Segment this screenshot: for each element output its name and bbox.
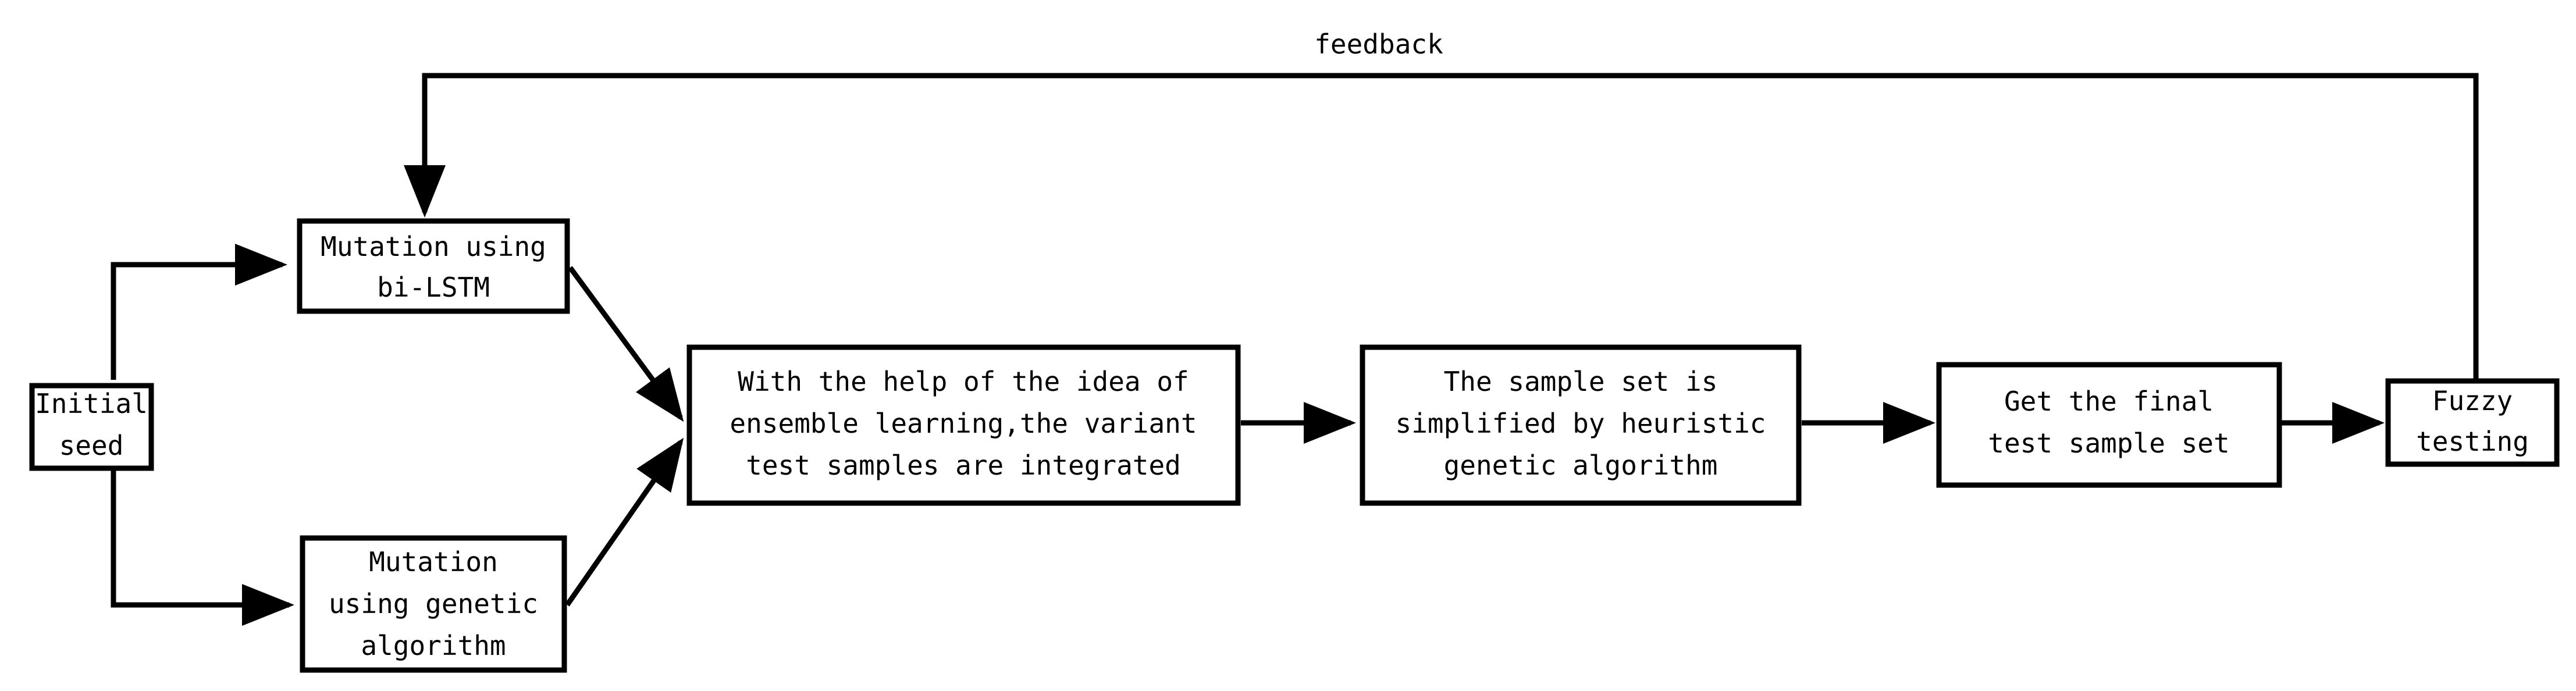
- nodes: [29, 218, 2560, 673]
- node-initial-seed-line-1: Initial: [35, 388, 148, 419]
- node-final-set-line-1: Get the final: [2004, 386, 2214, 417]
- node-mutation-ga-line-1: Mutation: [369, 546, 498, 578]
- node-fuzzy-line-1: Fuzzy: [2432, 385, 2513, 416]
- edge-feedback: [404, 73, 2479, 380]
- node-ensemble-line-1: With the help of the idea of: [738, 366, 1189, 397]
- node-ensemble-line-3: test samples are integrated: [746, 450, 1181, 481]
- node-simplify-line-1: The sample set is: [1444, 366, 1718, 397]
- node-fuzzy-box: [2385, 378, 2560, 467]
- node-ensemble-line-2: ensemble learning,the variant: [730, 408, 1197, 439]
- node-mutation-bilstm-line-1: Mutation using: [321, 231, 546, 262]
- edge-ga-to-ensemble: [565, 437, 684, 607]
- node-mutation-bilstm-box: [297, 218, 570, 314]
- edge-bilstm-to-ensemble: [568, 266, 684, 422]
- node-fuzzy-line-2: testing: [2416, 426, 2529, 457]
- node-mutation-bilstm-line-2: bi-LSTM: [377, 272, 490, 303]
- node-initial-seed-box: [29, 383, 154, 471]
- node-simplify-line-3: genetic algorithm: [1444, 450, 1718, 481]
- node-simplify-line-2: simplified by heuristic: [1396, 408, 1766, 439]
- node-mutation-ga-line-2: using genetic: [329, 588, 538, 619]
- node-simplify-box: [1360, 344, 1802, 506]
- edge-seed-to-ga: [111, 469, 294, 626]
- node-initial-seed-line-2: seed: [59, 430, 124, 461]
- node-final-set-line-2: test sample set: [1988, 428, 2229, 459]
- node-ensemble-box: [686, 344, 1241, 506]
- node-mutation-ga-line-3: algorithm: [361, 630, 506, 661]
- node-mutation-ga-box: [300, 535, 567, 673]
- node-final-set-box: [1936, 362, 2282, 488]
- node-labels: Initial seed Mutation using bi-LSTM Muta…: [35, 231, 2529, 661]
- edge-seed-to-bilstm: [111, 244, 287, 380]
- edges: [111, 73, 2479, 626]
- feedback-label: feedback: [1314, 29, 1443, 60]
